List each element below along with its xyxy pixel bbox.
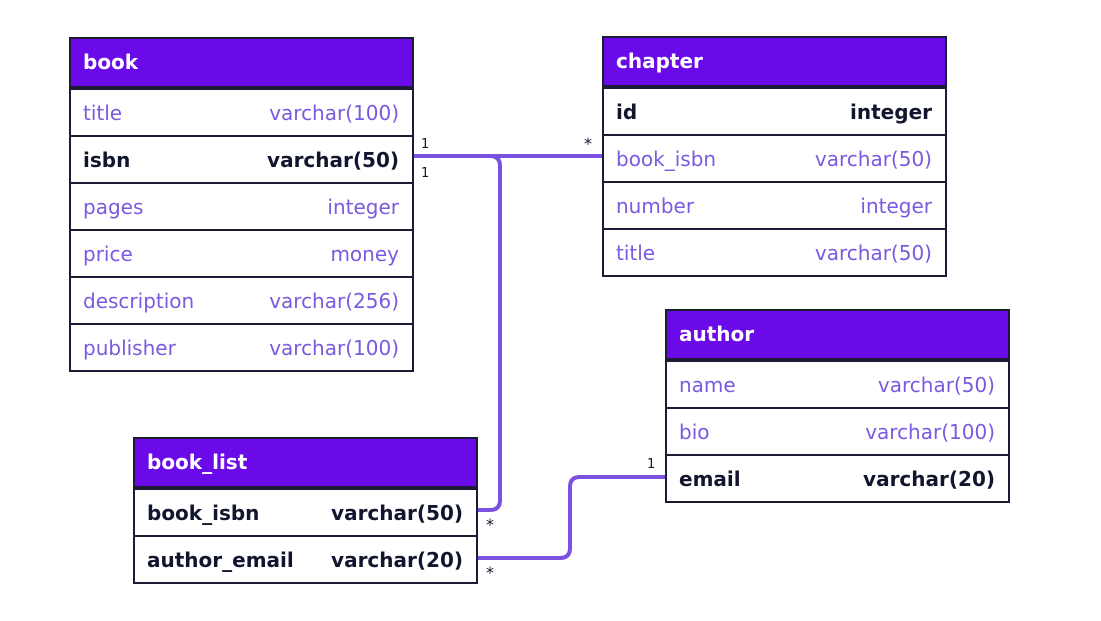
column-type: integer xyxy=(850,99,932,124)
table-header: chapter xyxy=(604,38,945,87)
column-name: number xyxy=(616,193,695,218)
card-book-chapter-from: 1 xyxy=(421,137,429,152)
table-row: author_email varchar(20) xyxy=(135,535,476,582)
table-header: book_list xyxy=(135,439,476,488)
table-row: name varchar(50) xyxy=(667,360,1008,407)
column-name: price xyxy=(83,241,133,266)
table-row: price money xyxy=(71,229,412,276)
table-author[interactable]: author name varchar(50) bio varchar(100)… xyxy=(665,309,1010,503)
column-name: bio xyxy=(679,419,710,444)
table-row: publisher varchar(100) xyxy=(71,323,412,370)
column-type: integer xyxy=(327,194,399,219)
column-name: book_isbn xyxy=(616,146,717,171)
column-name: pages xyxy=(83,194,144,219)
card-author-booklist-from: 1 xyxy=(647,457,655,472)
column-type: varchar(50) xyxy=(877,372,995,397)
table-row: email varchar(20) xyxy=(667,454,1008,501)
column-name: description xyxy=(83,288,195,313)
column-type: varchar(20) xyxy=(331,547,463,572)
column-type: varchar(100) xyxy=(269,100,399,125)
column-name: name xyxy=(679,372,736,397)
column-name: author_email xyxy=(147,547,294,572)
table-row: pages integer xyxy=(71,182,412,229)
table-row: id integer xyxy=(604,87,945,134)
column-type: money xyxy=(330,241,399,266)
column-type: varchar(50) xyxy=(267,147,399,172)
table-row: number integer xyxy=(604,181,945,228)
column-type: integer xyxy=(860,193,932,218)
column-name: publisher xyxy=(83,335,176,360)
card-book-booklist-to: * xyxy=(486,515,494,534)
table-header: author xyxy=(667,311,1008,360)
card-author-booklist-to: * xyxy=(486,563,494,582)
table-book[interactable]: book title varchar(100) isbn varchar(50)… xyxy=(69,37,414,372)
table-book-list[interactable]: book_list book_isbn varchar(50) author_e… xyxy=(133,437,478,584)
table-row: book_isbn varchar(50) xyxy=(604,134,945,181)
column-type: varchar(100) xyxy=(865,419,995,444)
connector-book-booklist xyxy=(412,154,502,512)
table-row: title varchar(50) xyxy=(604,228,945,275)
table-row: description varchar(256) xyxy=(71,276,412,323)
column-name: title xyxy=(83,100,123,125)
column-name: id xyxy=(616,99,638,124)
column-name: email xyxy=(679,466,741,491)
card-book-booklist-from: 1 xyxy=(421,166,429,181)
table-row: book_isbn varchar(50) xyxy=(135,488,476,535)
column-name: isbn xyxy=(83,147,131,172)
table-row: title varchar(100) xyxy=(71,88,412,135)
column-name: book_isbn xyxy=(147,500,260,525)
column-type: varchar(50) xyxy=(331,500,463,525)
column-type: varchar(20) xyxy=(863,466,995,491)
column-type: varchar(50) xyxy=(814,240,932,265)
table-chapter[interactable]: chapter id integer book_isbn varchar(50)… xyxy=(602,36,947,277)
column-type: varchar(256) xyxy=(269,288,399,313)
table-row: bio varchar(100) xyxy=(667,407,1008,454)
column-type: varchar(100) xyxy=(269,335,399,360)
connector-author-booklist xyxy=(476,475,667,560)
card-book-chapter-to: * xyxy=(584,134,592,153)
column-type: varchar(50) xyxy=(814,146,932,171)
table-header: book xyxy=(71,39,412,88)
table-row: isbn varchar(50) xyxy=(71,135,412,182)
column-name: title xyxy=(616,240,656,265)
